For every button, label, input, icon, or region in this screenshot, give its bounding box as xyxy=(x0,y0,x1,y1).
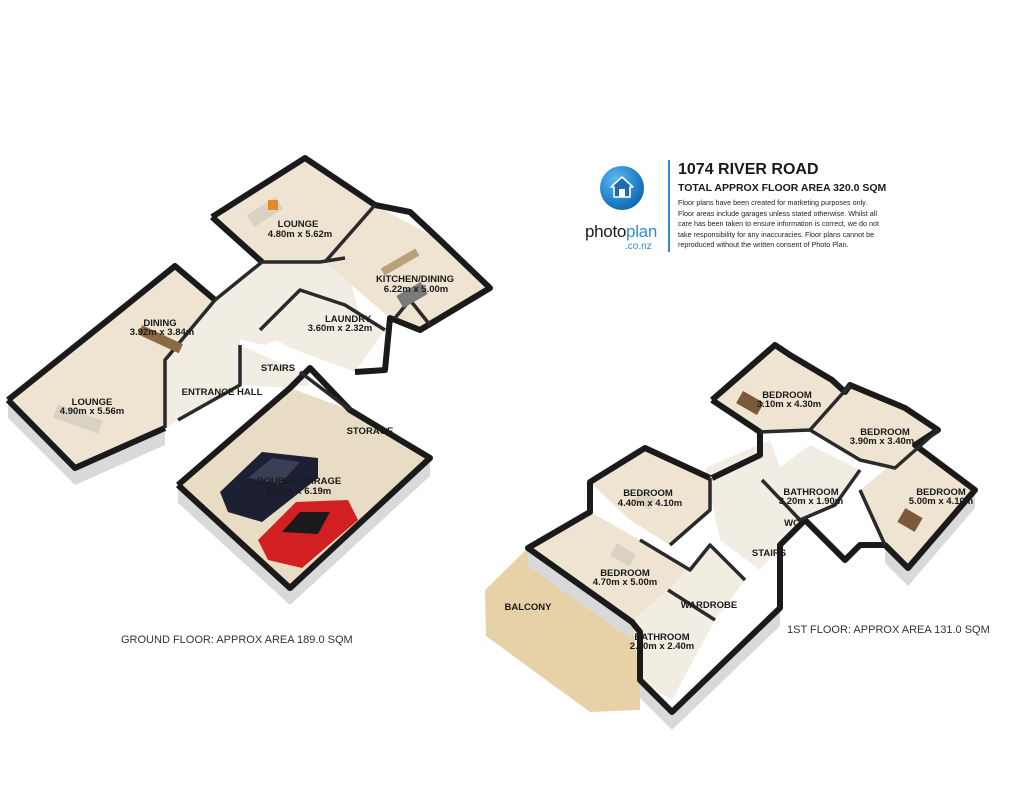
room-label-dining: DINING xyxy=(143,318,176,329)
room-dims-kitchen: 6.22m x 5.00m xyxy=(384,284,448,295)
room-dims-lounge-left: 4.90m x 5.56m xyxy=(60,406,124,417)
room-label-bed1: BEDROOM xyxy=(762,390,812,401)
property-title: 1074 RIVER ROAD xyxy=(678,161,819,178)
room-label-balcony: BALCONY xyxy=(505,602,553,613)
room-label-lounge-left: LOUNGE xyxy=(72,397,113,408)
room-label-wardrobe: WARDROBE xyxy=(681,600,737,611)
room-dims-bed1: 3.10m x 4.30m xyxy=(757,399,821,410)
room-dims-bed2: 3.90m x 3.40m xyxy=(850,436,914,447)
room-label-laundry: LAUNDRY xyxy=(325,314,372,325)
room-label-bed3: BEDROOM xyxy=(623,488,673,499)
disclaimer-text: Floor plans have been created for market… xyxy=(678,198,879,249)
total-floor-area: TOTAL APPROX FLOOR AREA 320.0 SQM xyxy=(678,182,887,194)
room-dims-bed4: 5.00m x 4.10m xyxy=(909,496,973,507)
room-label-ground-stairs: STAIRS xyxy=(261,363,295,374)
room-label-bath1: BATHROOM xyxy=(783,487,838,498)
room-label-bed5: BEDROOM xyxy=(600,568,650,579)
header-divider xyxy=(668,160,670,252)
room-dims-bath2: 2.60m x 2.40m xyxy=(630,641,694,652)
logo-word-photo: photo xyxy=(585,222,627,241)
room-label-garage: DOUBLE GARAGE xyxy=(257,476,341,487)
photoplan-logo: photoplan .co.nz xyxy=(585,166,663,252)
logo-domain: .co.nz xyxy=(625,241,652,252)
room-label-bath2: BATHROOM xyxy=(634,632,689,643)
room-dims-bed3: 4.40m x 4.10m xyxy=(618,498,682,509)
plan-header: photoplan .co.nz 1074 RIVER ROAD TOTAL A… xyxy=(585,158,895,253)
logo-globe xyxy=(600,166,644,210)
ground-floor-caption: GROUND FLOOR: APPROX AREA 189.0 SQM xyxy=(121,634,353,646)
first-floor-caption: 1ST FLOOR: APPROX AREA 131.0 SQM xyxy=(787,624,990,636)
room-label-first-stairs: STAIRS xyxy=(752,548,786,559)
first-floor-plan: BEDROOM 3.10m x 4.30m BEDROOM 3.90m x 3.… xyxy=(485,342,978,730)
room-label-wc: WC xyxy=(784,518,800,529)
room-dims-dining: 3.92m x 3.84m xyxy=(130,327,194,338)
logo-wordmark: photoplan xyxy=(585,222,657,242)
balcony-deck xyxy=(485,548,640,712)
room-dims-garage: 6.23m x 6.19m xyxy=(267,486,331,497)
room-label-lounge-top: LOUNGE xyxy=(278,219,319,230)
room-label-kitchen: KITCHEN/DINING xyxy=(376,274,454,285)
house-icon xyxy=(610,176,634,198)
room-dims-laundry: 3.60m x 2.32m xyxy=(308,323,372,334)
room-dims-lounge-top: 4.80m x 5.62m xyxy=(268,229,332,240)
logo-word-plan: plan xyxy=(626,222,657,241)
room-label-entrance-hall: ENTRANCE HALL xyxy=(182,387,263,398)
room-dims-bed5: 4.70m x 5.00m xyxy=(593,577,657,588)
garage-dark-car xyxy=(220,452,318,522)
room-dims-bath1: 3.20m x 1.90m xyxy=(779,496,843,507)
ground-floor-plan: LOUNGE 4.80m x 5.62m KITCHEN/DINING 6.22… xyxy=(5,155,493,605)
room-label-bed2: BEDROOM xyxy=(860,427,910,438)
room-label-bed4: BEDROOM xyxy=(916,487,966,498)
room-label-storage: STORAGE xyxy=(347,426,394,437)
garage-red-car xyxy=(258,500,358,568)
